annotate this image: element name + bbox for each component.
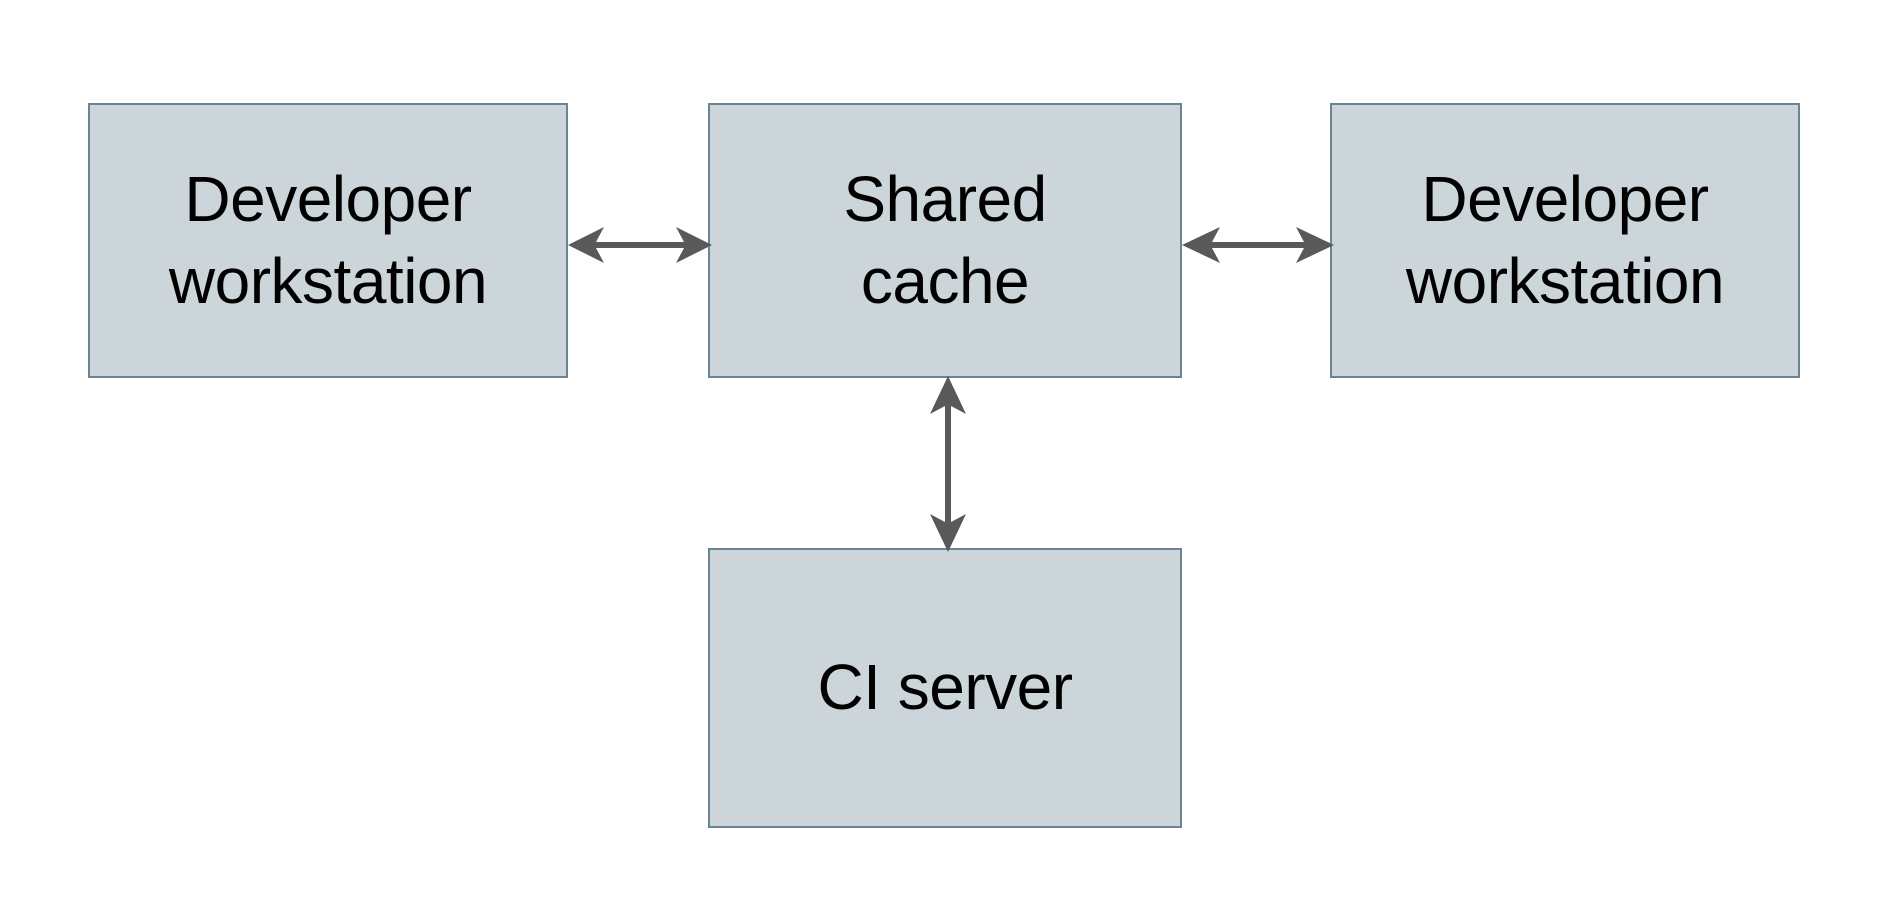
connector-shared-cache-to-developer-workstation-right [1182, 227, 1334, 263]
double-arrow-icon [568, 227, 712, 263]
node-ci-server[interactable]: CI server [708, 548, 1182, 828]
node-shared-cache[interactable]: Shared cache [708, 103, 1182, 378]
node-label: Developer workstation [168, 162, 488, 317]
connector-shared-cache-to-ci-server [930, 376, 966, 552]
double-arrow-icon [930, 376, 966, 552]
node-developer-workstation-left[interactable]: Developer workstation [88, 103, 568, 378]
node-developer-workstation-right[interactable]: Developer workstation [1330, 103, 1800, 378]
double-arrow-icon [1182, 227, 1334, 263]
node-label: Shared cache [843, 162, 1047, 317]
connector-developer-workstation-left-to-shared-cache [568, 227, 712, 263]
node-label: CI server [817, 651, 1073, 724]
node-label: Developer workstation [1405, 162, 1725, 317]
